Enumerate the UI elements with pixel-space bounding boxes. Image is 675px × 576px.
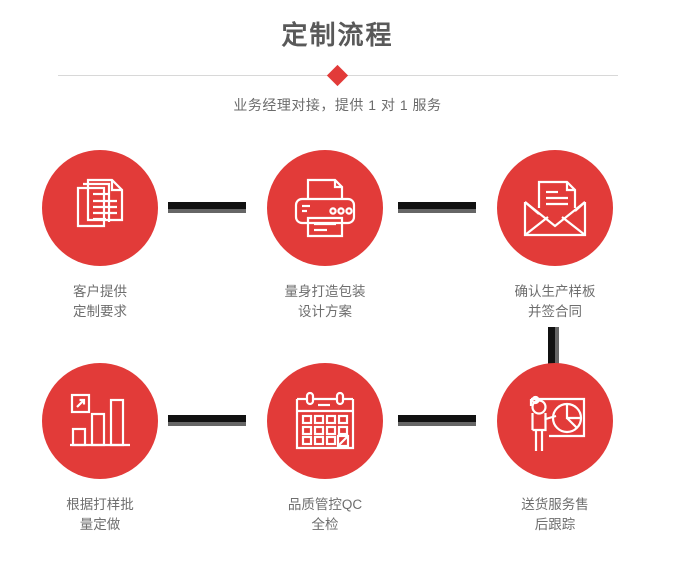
- flow-row-1: 客户提供 定制要求: [0, 150, 675, 365]
- step-icon-badge: [497, 150, 613, 266]
- diamond-marker-icon: [326, 64, 349, 86]
- connector-horizontal: [168, 415, 246, 426]
- step-caption: 品质管控QC 全检: [287, 497, 363, 532]
- connector-bar: [548, 327, 555, 365]
- step-caption: 客户提供 定制要求: [73, 284, 127, 319]
- flow-step[interactable]: 品质管控QC 全检: [240, 363, 410, 535]
- connector-bar: [168, 202, 246, 209]
- step-caption: 送货服务售 后跟踪: [521, 497, 589, 532]
- step-icon-badge: [267, 363, 383, 479]
- flow-row-2: 根据打样批 量定做: [0, 363, 675, 576]
- flow-step[interactable]: 确认生产样板 并签合同: [470, 150, 640, 322]
- step-icon-badge: [42, 363, 158, 479]
- step-icon-badge: [267, 150, 383, 266]
- connector-horizontal: [398, 415, 476, 426]
- step-icon-badge: [497, 363, 613, 479]
- process-flow: 客户提供 定制要求: [0, 150, 675, 576]
- connector-shadow: [398, 422, 476, 426]
- connector-shadow: [555, 327, 559, 365]
- connector-shadow: [168, 422, 246, 426]
- connector-bar: [398, 415, 476, 422]
- step-caption: 确认生产样板 并签合同: [514, 284, 596, 319]
- flow-step[interactable]: 客户提供 定制要求: [15, 150, 185, 322]
- connector-shadow: [168, 209, 246, 213]
- step-caption: 根据打样批 量定做: [66, 497, 134, 532]
- connector-horizontal: [398, 202, 476, 213]
- page-header: 定制流程 业务经理对接，提供 1 对 1 服务: [0, 0, 675, 115]
- step-icon-badge: [42, 150, 158, 266]
- page-title: 定制流程: [281, 20, 394, 50]
- connector-horizontal: [168, 202, 246, 213]
- title-divider: [57, 64, 618, 86]
- connector-vertical: [548, 327, 559, 365]
- connector-bar: [398, 202, 476, 209]
- connector-bar: [168, 415, 246, 422]
- page-subtitle: 业务经理对接，提供 1 对 1 服务: [233, 97, 442, 113]
- flow-step[interactable]: 量身打造包装 设计方案: [240, 150, 410, 322]
- flow-step[interactable]: 根据打样批 量定做: [15, 363, 185, 535]
- step-caption: 量身打造包装 设计方案: [284, 284, 366, 319]
- flow-step[interactable]: 送货服务售 后跟踪: [470, 363, 640, 535]
- connector-shadow: [398, 209, 476, 213]
